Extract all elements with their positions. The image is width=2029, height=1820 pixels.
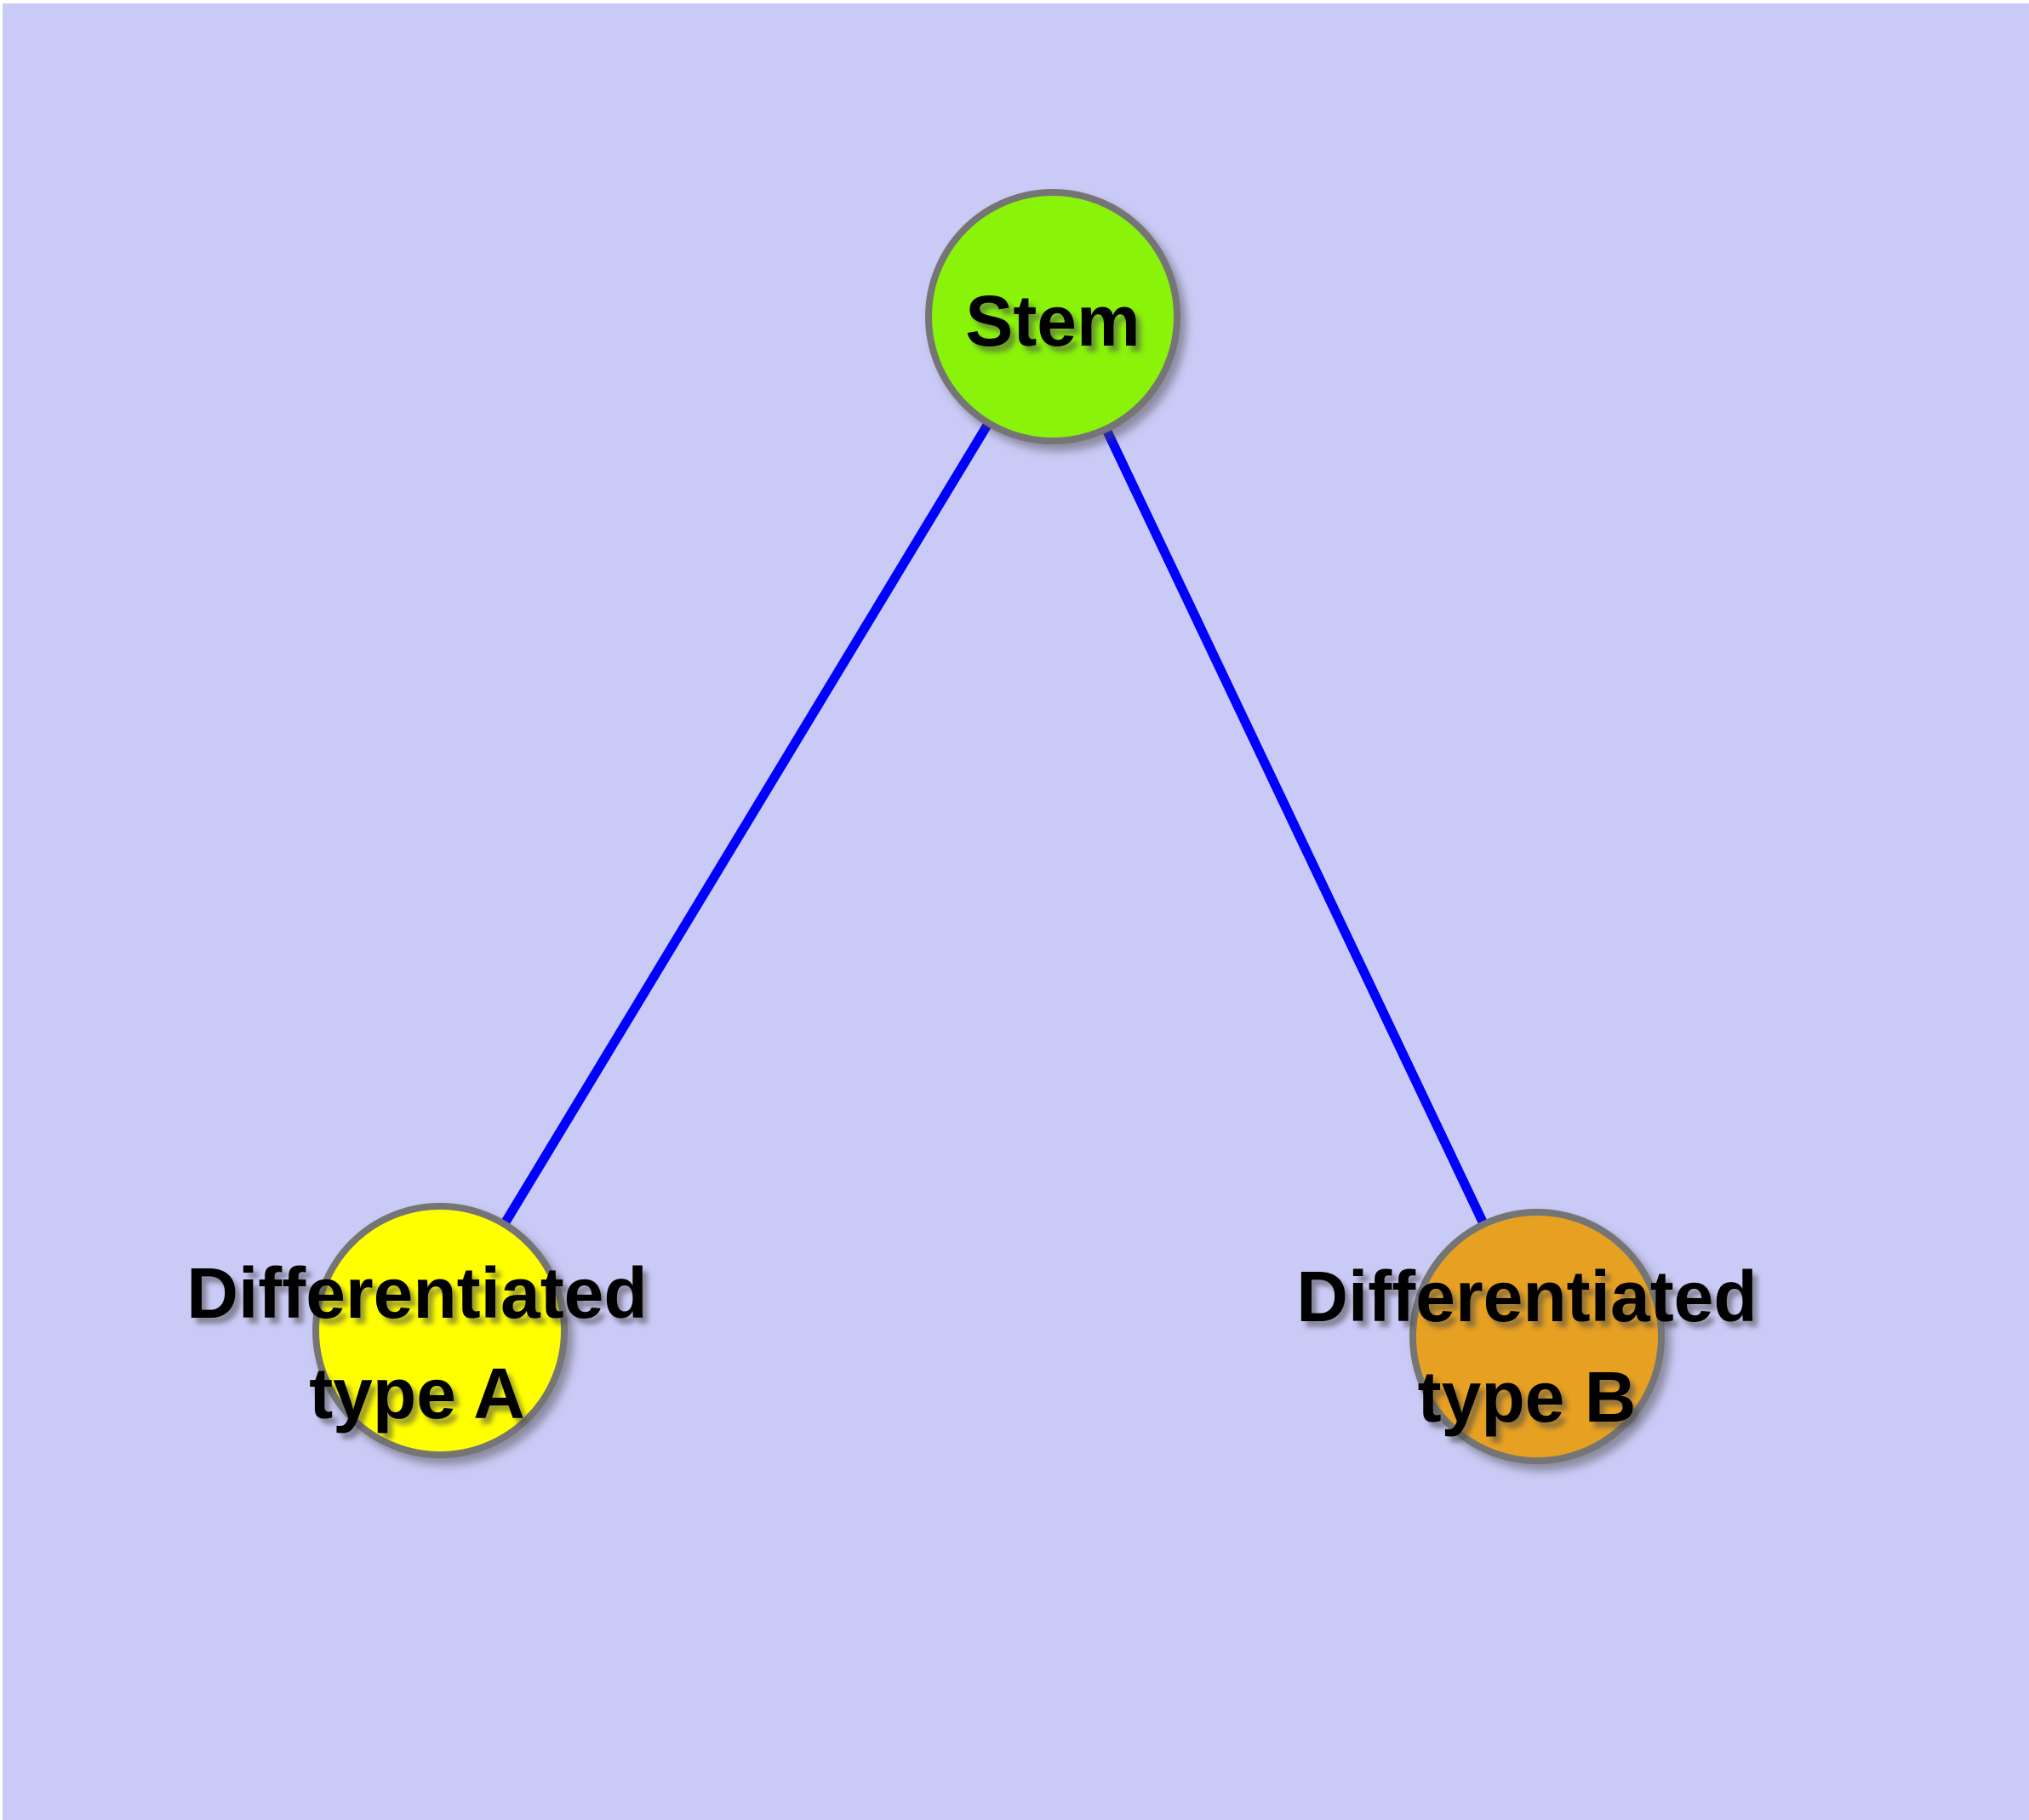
node-differentiated-type-a[interactable]	[312, 1203, 568, 1458]
node-differentiated-type-b[interactable]	[1409, 1209, 1665, 1464]
node-type-b-label-line-1: Differentiated	[1296, 1256, 1758, 1336]
node-stem-label-text: Stem	[965, 281, 1140, 361]
node-stem-label: Stem	[965, 271, 1140, 371]
edge-stem-to-type-a	[436, 314, 1057, 1333]
frame-edge-left	[0, 0, 3, 1820]
node-type-b-label-line-2: type B	[1417, 1357, 1637, 1437]
node-type-a-label: Differentiated type A	[186, 1243, 647, 1444]
node-type-b-label: Differentiated type B	[1296, 1246, 1757, 1447]
edge-stem-to-type-b	[1049, 314, 1541, 1339]
node-type-a-label-line-1: Differentiated	[186, 1253, 648, 1333]
frame-edge-top	[0, 0, 2029, 3]
node-type-a-label-line-2: type A	[309, 1354, 525, 1434]
node-stem[interactable]	[925, 189, 1180, 444]
